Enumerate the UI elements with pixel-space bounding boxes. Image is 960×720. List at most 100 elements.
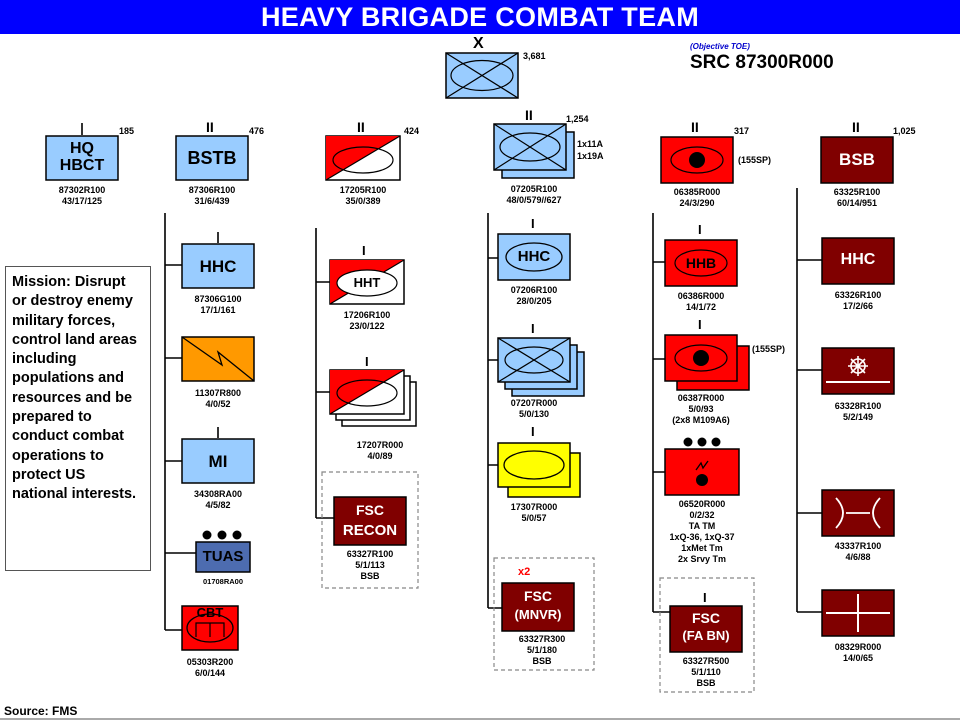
cbt-symbol — [181, 605, 239, 651]
fa-hhb-personnel: 14/1/72 — [685, 302, 717, 312]
bsb-maint-personnel: 5/2/149 — [842, 412, 874, 422]
bstb-hhc-code: 87306G100 — [194, 294, 242, 304]
cav-personnel: 35/0/389 — [345, 196, 381, 206]
gear-icon — [848, 356, 868, 376]
brigade-strength: 3,681 — [523, 51, 546, 61]
fa-battery-personnel: 5/0/93 — [688, 404, 714, 414]
brigade-echelon: X — [473, 35, 484, 52]
cbt-personnel: 6/0/144 — [194, 668, 226, 678]
fa-fsc-code: 63327R500 — [682, 656, 730, 666]
bstb-label: BSTB — [187, 148, 237, 168]
mi-personnel: 4/5/82 — [205, 500, 231, 510]
tuas-label: TUAS — [202, 548, 244, 565]
bsb-hhc-label: HHC — [840, 251, 876, 268]
fa-fsc-symbol — [659, 577, 755, 693]
cav-troop-echelon: I — [365, 354, 369, 369]
bstb-echelon: II — [206, 119, 214, 135]
bstb-hhc-label: HHC — [199, 257, 237, 276]
cab-mix-2: 1x19A — [577, 151, 604, 161]
cab-fsc-code: 63327R300 — [518, 634, 566, 644]
objective-toe-label: (Objective TOE) — [690, 42, 750, 51]
brigade-symbol — [445, 52, 519, 99]
bstb-hhc-personnel: 17/1/161 — [200, 305, 236, 315]
bsb-hhc-symbol — [821, 237, 895, 285]
cav-code: 17205R100 — [339, 185, 387, 195]
mi-label: MI — [208, 452, 228, 471]
cav-squadron-symbol — [325, 135, 401, 181]
fa-note: (155SP) — [738, 155, 772, 165]
cab-armor-personnel: 5/0/57 — [521, 513, 547, 523]
fa-battery-code: 06387R000 — [677, 393, 725, 403]
cab-fsc-multiplier: x2 — [518, 566, 531, 578]
tuas-code: 01708RA00 — [202, 577, 244, 586]
cab-personnel: 48/0/579//627 — [506, 195, 562, 205]
fa-battery-symbol — [664, 334, 750, 391]
bstb-personnel: 31/6/439 — [194, 196, 230, 206]
fa-echelon: II — [691, 119, 699, 135]
cab-mix-1: 1x11A — [577, 139, 604, 149]
cav-fsc-personnel: 5/1/113 — [355, 560, 385, 570]
connector-bstb — [164, 213, 196, 631]
cbt-label: CBT — [196, 605, 224, 620]
cav-fsc-label-2: RECON — [342, 522, 398, 539]
cab-fsc-label-1: FSC — [524, 588, 552, 604]
bsb-label: BSB — [839, 150, 875, 169]
bsb-code: 63325R100 — [833, 187, 881, 197]
cab-fsc-personnel: 5/1/180 — [526, 645, 558, 655]
cab-fsc-parent: BSB — [532, 656, 552, 666]
hq-code: 87302R100 — [58, 185, 106, 195]
fa-ta-line-4: 2x Srvy Tm — [677, 554, 727, 564]
fa-fsc-label-2: (FA BN) — [682, 628, 730, 643]
cab-hhc-code: 07206R100 — [510, 285, 558, 295]
fa-battalion-symbol — [660, 136, 734, 184]
bsb-supply-personnel: 4/6/88 — [845, 552, 871, 562]
bsb-med-personnel: 14/0/65 — [842, 653, 874, 663]
cab-echelon: II — [525, 107, 533, 123]
cav-hht-personnel: 23/0/122 — [349, 321, 385, 331]
cav-troop-symbol — [329, 369, 417, 427]
fa-hhb-label: HHB — [685, 255, 717, 271]
bstb-code: 87306R100 — [188, 185, 236, 195]
cab-hhc-label: HHC — [517, 248, 551, 265]
bsb-symbol — [820, 136, 894, 184]
cab-hhc-personnel: 28/0/205 — [516, 296, 552, 306]
cab-code: 07205R100 — [510, 184, 558, 194]
cab-armor-code: 17307R000 — [510, 502, 558, 512]
fa-strength: 317 — [734, 126, 750, 136]
cab-strength: 1,254 — [566, 114, 589, 124]
cav-fsc-code: 63327R100 — [346, 549, 394, 559]
fa-fsc-personnel: 5/1/110 — [691, 667, 721, 677]
fa-fsc-echelon: I — [703, 590, 707, 605]
cab-company-echelon: I — [531, 321, 535, 336]
fa-personnel: 24/3/290 — [679, 198, 715, 208]
cab-fsc-label-2: (MNVR) — [514, 607, 562, 622]
cav-troop-personnel: 4/0/89 — [367, 451, 393, 461]
fa-battery-note: (155SP) — [752, 344, 786, 354]
fa-ta-line-2: 1xQ-36, 1xQ-37 — [669, 532, 735, 542]
hq-personnel: 43/17/125 — [61, 196, 103, 206]
cab-company-personnel: 5/0/130 — [518, 409, 550, 419]
cav-echelon: II — [357, 119, 365, 135]
cav-hht-symbol — [329, 259, 405, 305]
tuas-symbol — [195, 530, 251, 573]
title-bar — [0, 0, 960, 34]
source-note: Source: FMS — [4, 704, 78, 718]
signal-company-symbol — [181, 336, 255, 382]
cab-company-code: 07207R000 — [510, 398, 558, 408]
bstb-strength: 476 — [249, 126, 265, 136]
fa-ta-line-1: TA TM — [688, 521, 716, 531]
fa-ta-line-3: 1xMet Tm — [681, 543, 723, 553]
bsb-strength: 1,025 — [893, 126, 916, 136]
cav-fsc-symbol — [321, 471, 419, 589]
bsb-echelon: II — [852, 119, 860, 135]
fa-battery-equipment: (2x8 M109A6) — [672, 415, 730, 425]
bstb-symbol — [175, 135, 249, 181]
signal-personnel: 4/0/52 — [205, 399, 231, 409]
mi-company-symbol — [181, 427, 255, 484]
fa-fsc-label-1: FSC — [692, 610, 720, 626]
cbt-code: 05303R200 — [186, 657, 234, 667]
bsb-hhc-code: 63326R100 — [834, 290, 882, 300]
signal-code: 11307R800 — [194, 388, 242, 398]
cav-hht-label: HHT — [353, 275, 381, 290]
